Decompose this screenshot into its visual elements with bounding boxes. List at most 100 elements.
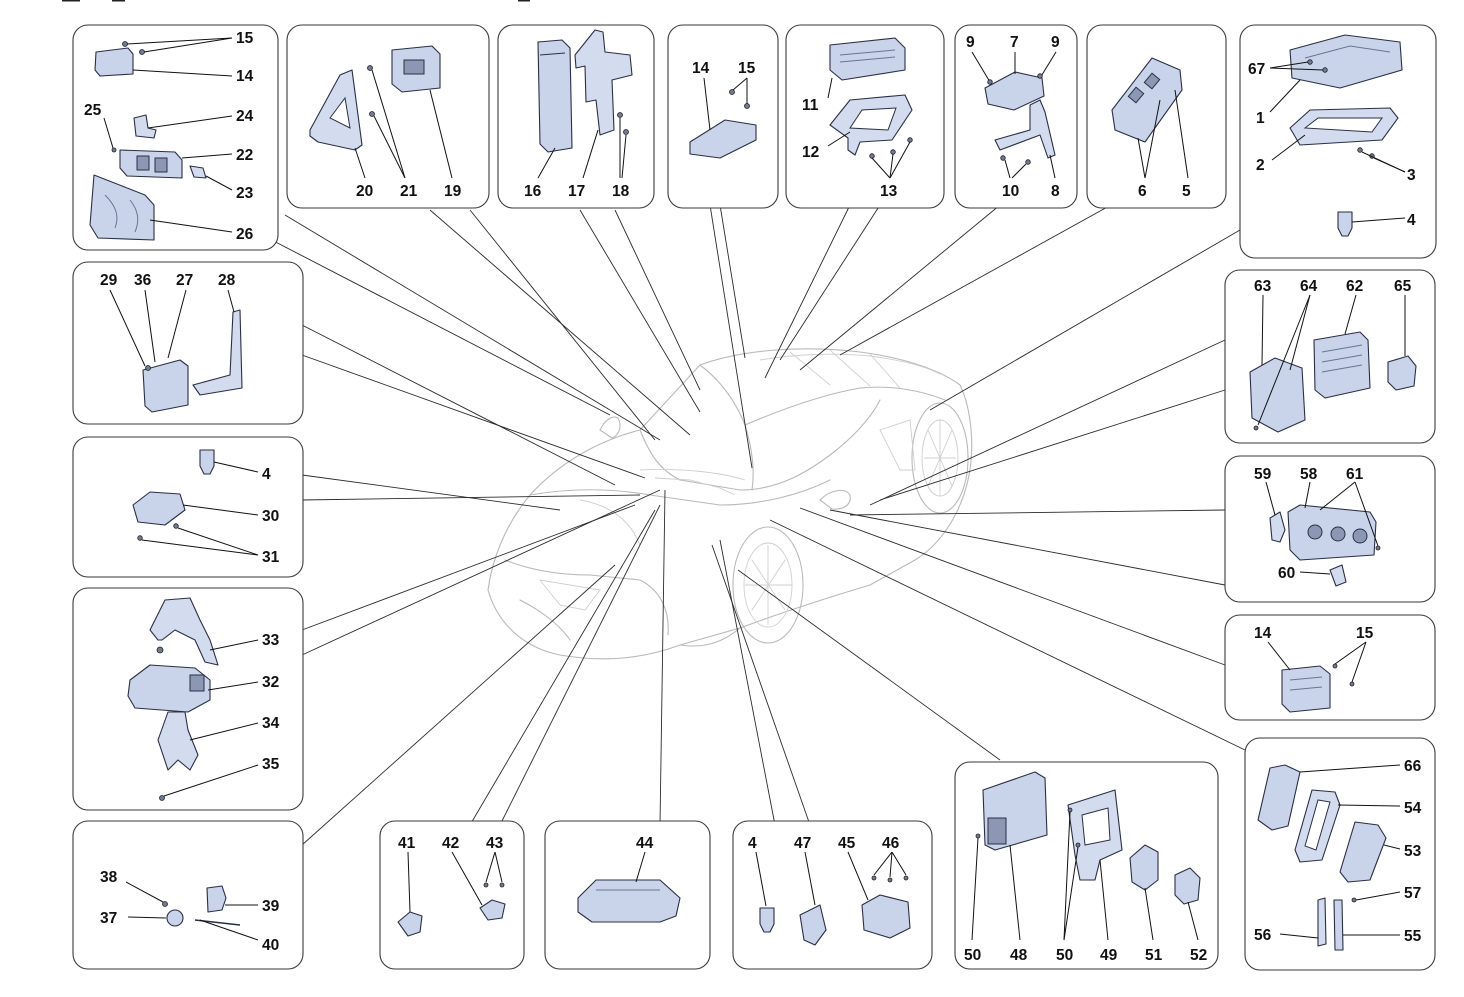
label: 6 [1138,183,1147,200]
label: 50 [1056,947,1073,964]
panel-15: 4 47 45 46 [732,820,933,970]
panel-4: 14 15 [667,24,779,209]
label: 67 [1248,61,1265,78]
unit-5 [1111,57,1183,143]
unit-47 [799,904,827,946]
label: 14 [1254,625,1272,642]
cover-14 [94,47,134,77]
bracket-24 [133,114,157,139]
unit-51 [1129,844,1159,891]
label: 29 [100,272,118,289]
label: 26 [236,226,254,243]
label: 50 [964,947,981,964]
panel-16: 50 48 50 49 51 52 [954,761,1219,970]
label: 65 [1394,278,1412,295]
car-outline [487,348,973,660]
unit-44 [577,879,681,923]
label: 34 [262,715,280,732]
label: 7 [1010,34,1019,51]
label: 4 [748,835,757,852]
label: 58 [1300,466,1318,483]
sensor-42 [479,899,506,921]
unit-52 [1174,867,1201,905]
label: 8 [1051,183,1060,200]
unit-29 [142,359,189,413]
label: 21 [400,183,418,200]
label: 36 [134,272,152,289]
label: 54 [1404,800,1422,817]
label: 44 [636,835,654,852]
label: 51 [1145,947,1163,964]
label: 9 [966,34,975,51]
sensor-41 [397,911,423,937]
label: 5 [1182,183,1191,200]
label: 15 [738,60,756,77]
label: 4 [1407,212,1416,229]
label: 42 [442,835,459,852]
label: 60 [1278,565,1295,582]
label: 18 [612,183,630,200]
label: 59 [1254,466,1272,483]
label: 9 [1051,34,1060,51]
panel-20: 66 54 53 57 56 55 [1244,737,1436,971]
label: 61 [1346,466,1364,483]
label: 38 [100,869,118,886]
label: 41 [398,835,416,852]
label: 15 [1356,625,1374,642]
label: 48 [1010,947,1028,964]
panel-19: 14 15 [1224,614,1436,721]
label: 30 [262,508,279,525]
label: 32 [262,674,279,691]
label: 24 [236,108,254,125]
label: 64 [1300,278,1318,295]
label: 16 [524,183,542,200]
label: 14 [236,68,254,85]
label: 19 [444,183,462,200]
label: 55 [1404,928,1422,945]
sensor-4 [759,907,775,933]
label: 15 [236,30,254,47]
label: 33 [262,632,280,649]
unit-53 [1339,821,1387,883]
panel-12: 38 39 37 40 [72,820,304,970]
unit-14 [689,119,757,159]
panel-9: 29 36 27 28 [72,261,304,425]
label: 17 [568,183,585,200]
panel-17: 63 64 62 65 [1224,269,1436,444]
panel-13: 41 42 43 [379,820,525,970]
label: 35 [262,756,280,773]
label: 4 [262,466,271,483]
label: 49 [1100,947,1118,964]
label: 23 [236,185,254,202]
panel-5: 11 12 13 [785,24,945,209]
unit-22 [119,149,183,179]
unit-65 [1387,355,1417,391]
label: 1 [1256,110,1265,127]
label: 43 [486,835,504,852]
panel-3: 16 17 18 [497,24,655,209]
panel-2: 20 21 19 [286,24,490,209]
panel-18: 59 58 61 60 [1224,455,1436,603]
label: 2 [1256,157,1265,174]
bracket-17 [574,29,633,136]
label: 63 [1254,278,1272,295]
label: 27 [176,272,193,289]
clip-60 [1329,564,1347,587]
label: 46 [882,835,900,852]
label: 57 [1404,885,1421,902]
label: 39 [262,898,280,915]
label: 53 [1404,843,1422,860]
label: 45 [838,835,856,852]
label: 14 [692,60,710,77]
label: 52 [1190,947,1207,964]
label: 3 [1407,167,1416,184]
panel-14: 44 [544,820,711,970]
label: 47 [794,835,811,852]
leader-lines [261,199,1246,846]
label: 11 [802,97,819,114]
cover-26 [89,174,155,241]
bracket-28 [192,309,243,396]
unit-16 [537,39,573,153]
panel-11: 33 32 34 35 [72,587,304,811]
panel-7: 6 5 [1086,24,1227,209]
